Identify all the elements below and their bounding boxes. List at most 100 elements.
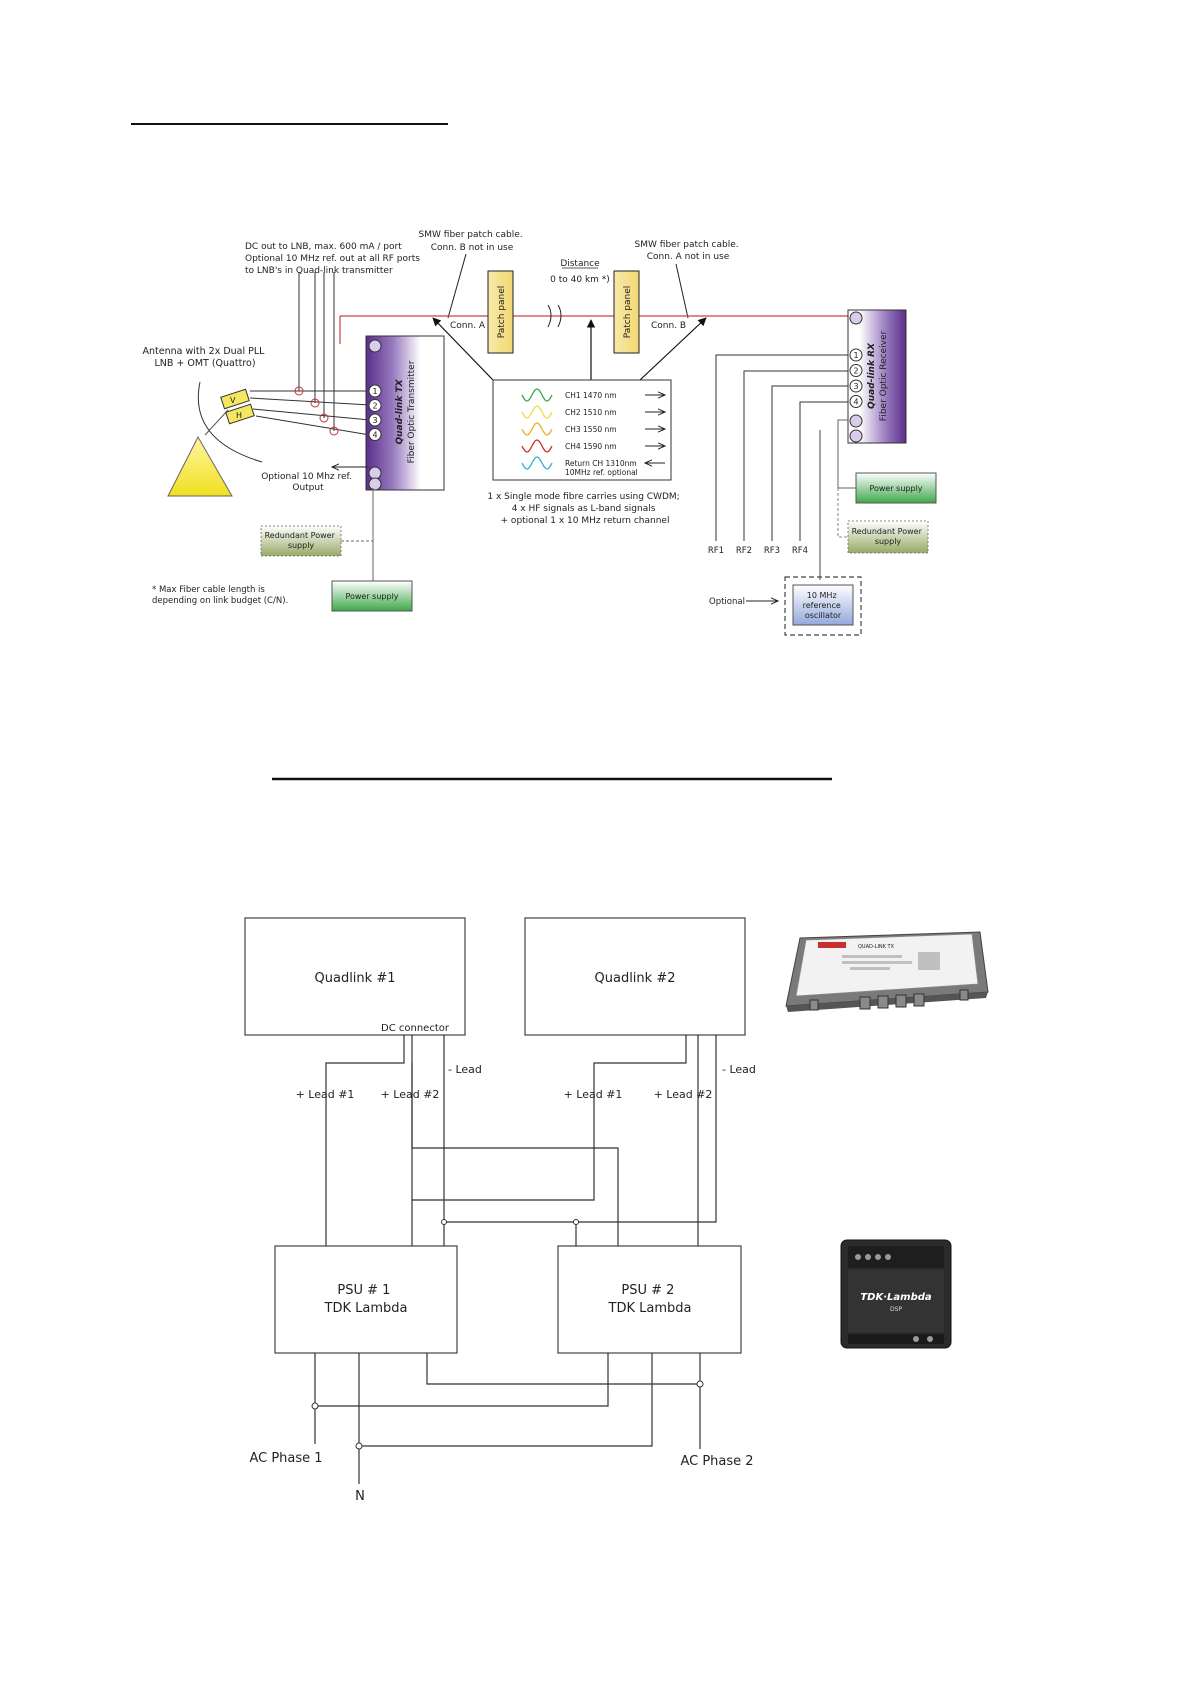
port-number: 3 [853,382,858,391]
conn-a-label: Conn. A [450,321,486,331]
junction-dot-1 [441,1219,447,1225]
smw-right-leader [675,263,689,319]
q2-plus-lead2-label: + Lead #2 [654,1088,713,1101]
rx-title: Quad-link RX [867,342,877,409]
antenna-mount [167,435,233,497]
channel-label: CH1 1470 nm [565,391,617,400]
neutral-label: N [355,1489,365,1504]
tx-power-supply [331,580,413,612]
fiber-break-mark [547,304,562,328]
ac-phase2-junction [696,1380,704,1388]
channel-label: CH4 1590 nm [565,442,617,451]
oscillator-optional-frame [784,576,862,636]
port-connector-3 [849,379,863,393]
psu-model-text: DSP [890,1306,902,1313]
optional-ref-output: Optional 10 Mhz ref. Output [261,472,355,493]
q2-minus-lead-label: - Lead [722,1063,756,1076]
quadlink-1-label: Quadlink #1 [315,971,396,986]
dc-connector-label: DC connector [381,1023,450,1034]
channel-label: CH2 1510 nm [565,408,617,417]
port-connector-4 [849,395,863,408]
q1-minus-lead-label: - Lead [448,1063,482,1076]
lnb-block: V H [220,388,255,425]
q1-plus-lead2-label: + Lead #2 [381,1088,440,1101]
rx-redundant-power-supply [847,520,929,554]
port-connector [368,466,382,480]
fiber-link-diagram: DC out to LNB, max. 600 mA / port Option… [131,123,937,636]
distance-value: 0 to 40 km *) [550,275,610,285]
quadlink-2-box [524,917,746,1036]
channel-label: CH3 1550 nm [565,425,617,434]
port-connector-2 [849,364,863,377]
quadlink-tx-unit [365,335,445,491]
tx-redundant-power-label: Redundant Power supply [265,531,338,550]
junction-dot-2 [573,1219,579,1225]
patch-panel-left [487,270,514,354]
tx-power-supply-label: Power supply [345,592,398,601]
rx-power-supply [855,472,937,504]
smw-right-note: SMW fiber patch cable. Conn. A not in us… [635,240,742,262]
channel-row: CH3 1550 nm [521,422,665,436]
rf-label-3: RF3 [764,546,780,556]
patch-panel-right [613,270,640,354]
psu-1-label: PSU # 1 TDK Lambda [324,1283,408,1316]
channel-row: CH1 1470 nm [521,388,665,402]
q1-plus-lead1-label: + Lead #1 [296,1088,355,1101]
port-connector [849,311,863,325]
smw-left-note: SMW fiber patch cable. Conn. B not in us… [419,230,526,253]
port-number: 2 [372,402,377,411]
rx-redundant-power-label: Redundant Power supply [852,527,925,546]
rf-label-1: RF1 [708,546,724,556]
ac-wiring [314,1353,701,1484]
quadlink-2-label: Quadlink #2 [595,971,676,986]
port-number: 1 [853,351,858,360]
lnb-cables [249,272,371,436]
neutral-junction [355,1442,363,1450]
rf-output-cables [715,354,848,541]
ac-phase1-junction [311,1402,319,1410]
device-title: QUAD-LINK TX [858,944,895,950]
lnb-h-label: H [236,411,242,420]
tx-redundant-power-supply [260,525,342,557]
port-connector [849,414,863,428]
port-connector-3 [368,413,382,427]
fibre-note: 1 x Single mode fibre carries using CWDM… [487,492,682,526]
channel-wave [521,422,553,436]
conn-b-label: Conn. B [651,321,686,331]
channel-label-2: 10MHz ref. optional [565,468,638,477]
reference-oscillator [792,584,854,626]
antenna-dish [197,381,263,463]
psu-2-label: PSU # 2 TDK Lambda [608,1283,692,1316]
tx-title: Quad-link TX [395,378,405,444]
tdk-lambda-psu-photo: TDK·Lambda DSP [840,1239,952,1349]
channel-row: CH4 1590 nm [521,439,665,453]
port-connector-1 [849,348,863,362]
port-connector [849,429,863,443]
ac-phase-2-label: AC Phase 2 [680,1454,753,1469]
quadlink-device-photo: QUAD-LINK TX [785,931,989,1012]
dc-injection-points [294,386,339,436]
port-connector-2 [368,399,382,412]
rx-subtitle: Fiber Optic Receiver [879,330,889,421]
port-connector-1 [368,384,382,398]
port-number: 2 [853,367,858,376]
channel-wave [521,456,553,470]
tx-subtitle: Fiber Optic Transmitter [407,360,417,463]
patch-panel-left-label: Patch panel [497,286,507,339]
optional-label: Optional [709,597,745,607]
channel-wave [521,439,553,453]
distance-label: Distance [560,259,600,269]
port-number: 1 [372,387,377,396]
power-wiring-diagram: Quadlink #1 DC connector Quadlink #2 PSU… [244,777,989,1504]
psu-1-box [274,1245,458,1354]
quadlink-1-box [244,917,466,1036]
device-brand-strip [818,942,846,948]
smw-left-leader [447,253,467,319]
port-connector [368,477,382,491]
ac-phase-1-label: AC Phase 1 [249,1451,322,1466]
q2-plus-lead1-label: + Lead #1 [564,1088,623,1101]
